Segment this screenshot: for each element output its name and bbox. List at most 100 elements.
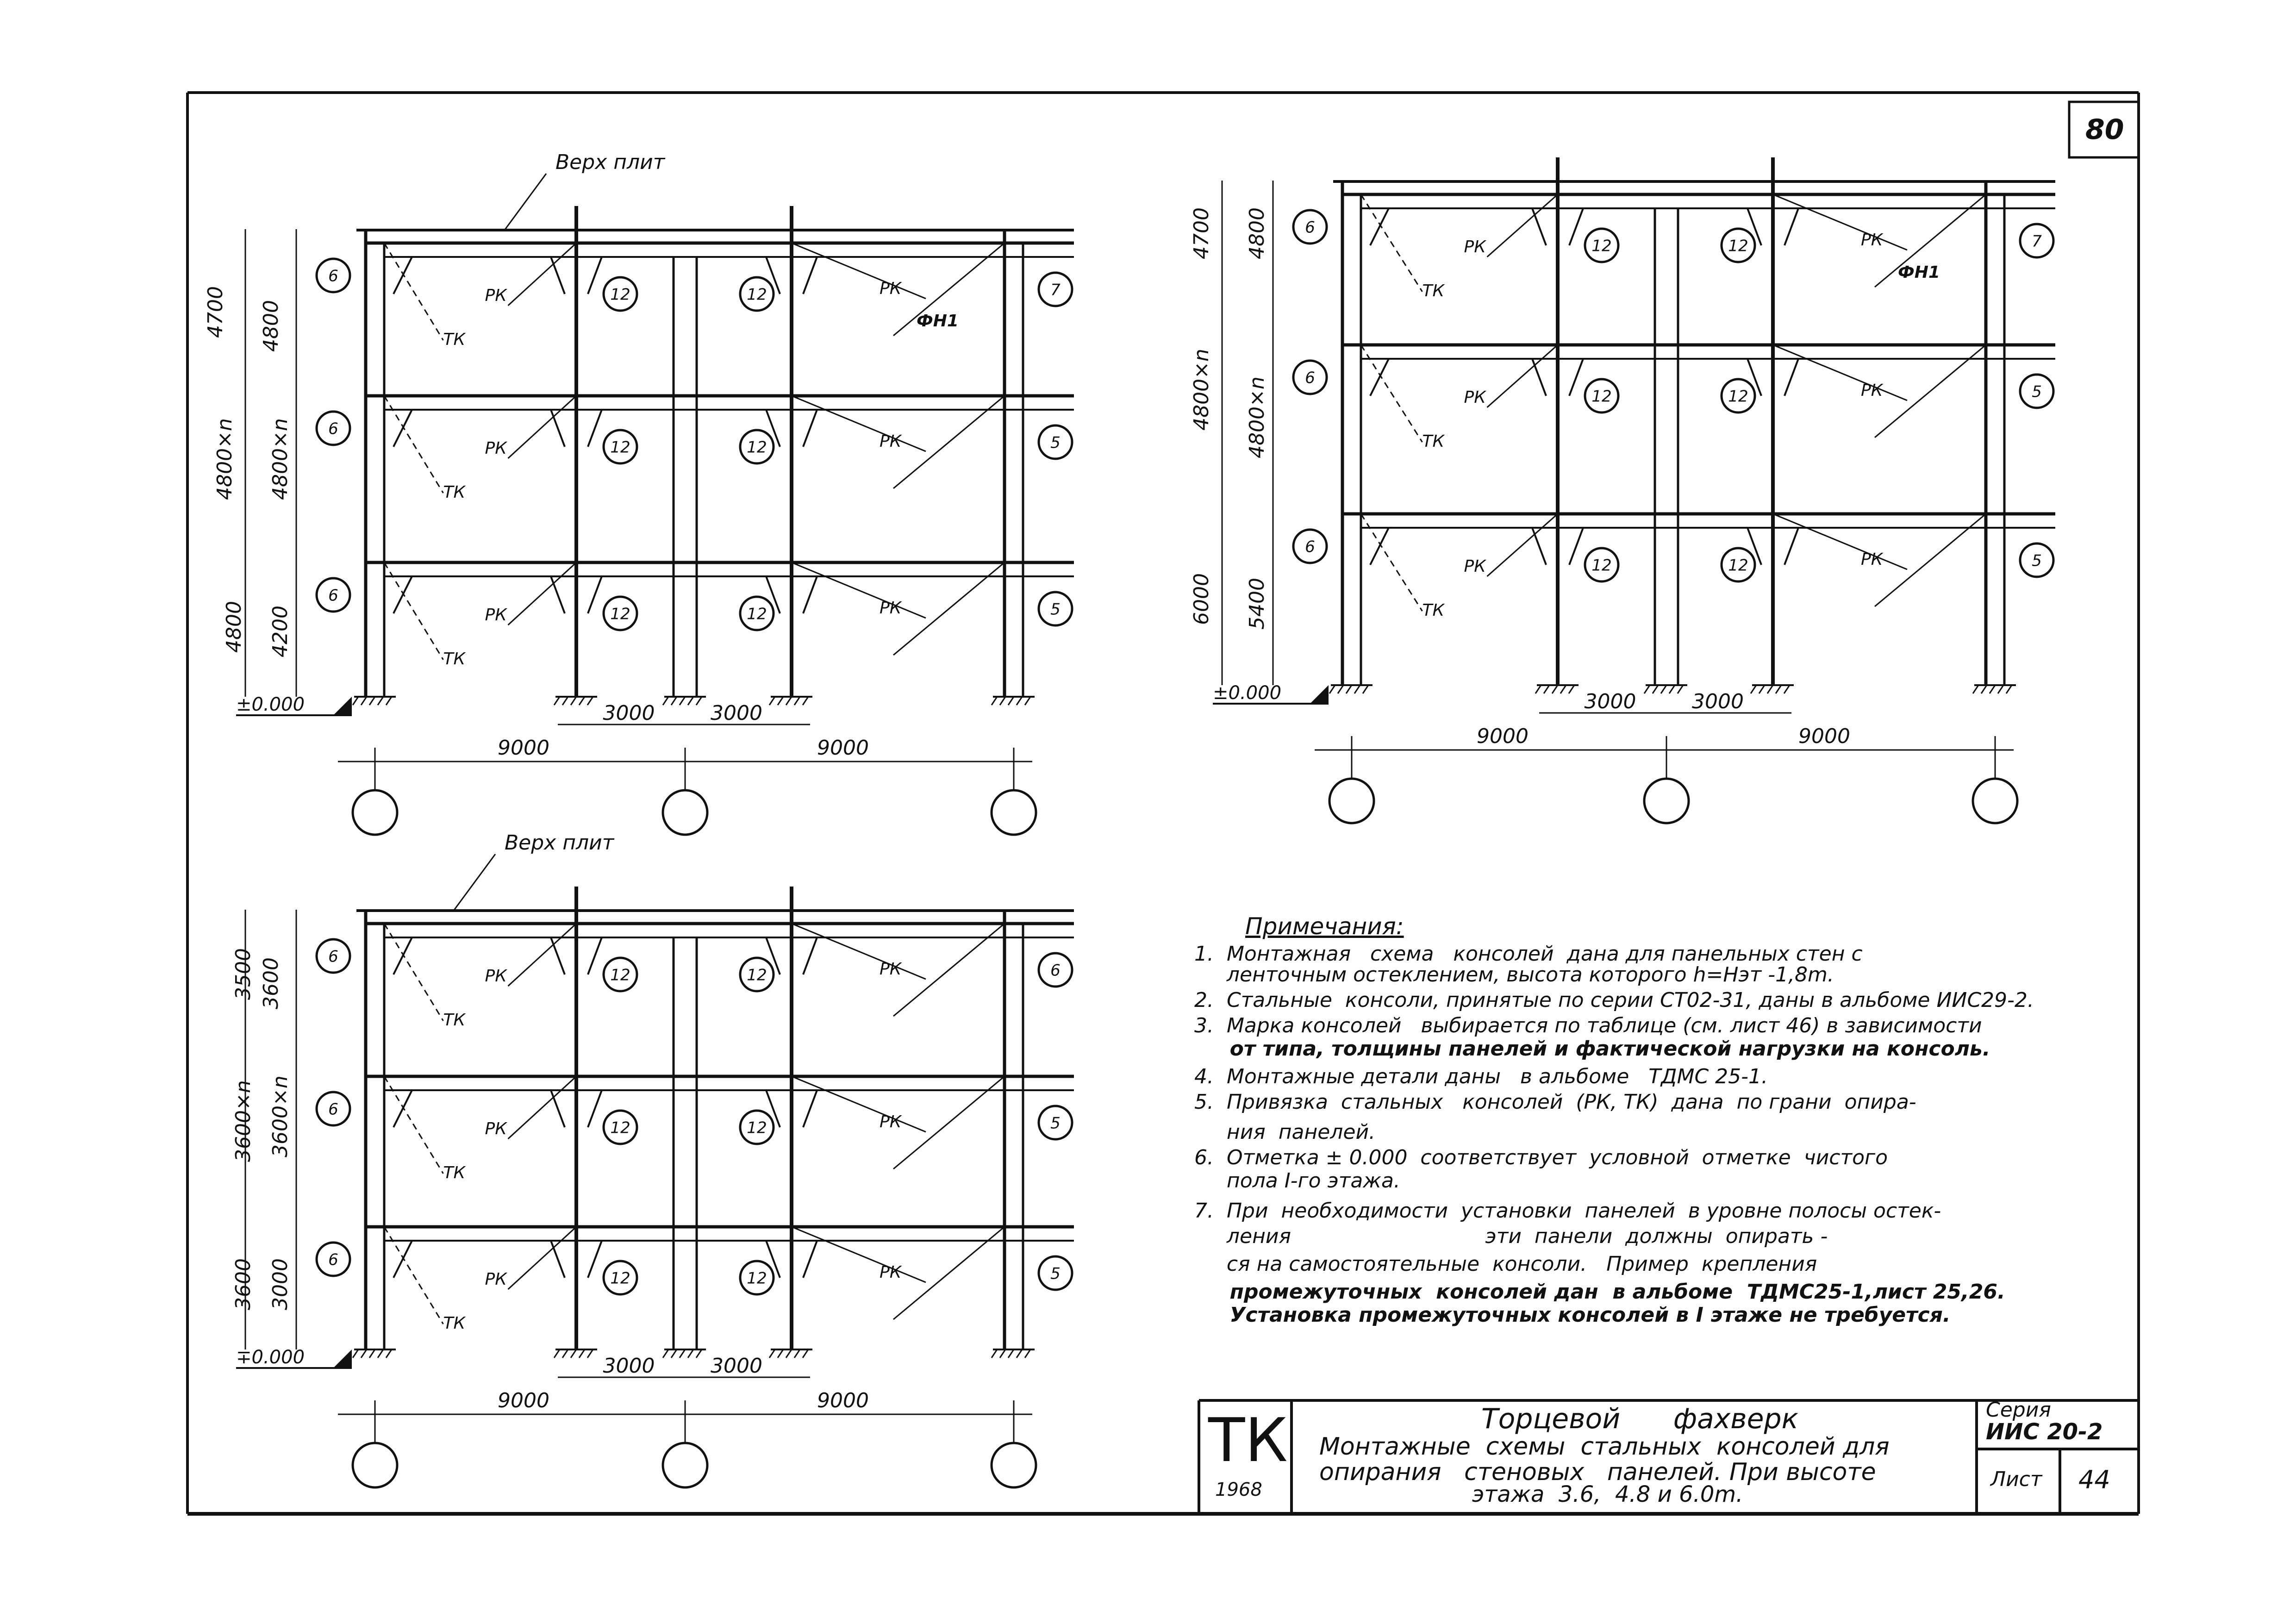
beam-haunch xyxy=(802,576,818,614)
top-of-slab-label: Верх плит xyxy=(555,150,666,174)
dimension-d4800n: 4800×n xyxy=(268,418,292,500)
level-marker xyxy=(1310,685,1329,704)
ground-hatch xyxy=(793,696,801,706)
dimension-3000: 3000 xyxy=(711,701,762,725)
ground-hatch xyxy=(562,696,569,706)
dimension-9000: 9000 xyxy=(817,1389,869,1412)
callout-12-circle xyxy=(602,1109,638,1145)
ground-hatch xyxy=(1643,685,1651,694)
ground-hatch xyxy=(586,1349,594,1358)
leader xyxy=(507,923,577,987)
beam-haunch xyxy=(550,1240,566,1278)
ground-hatch xyxy=(1024,696,1031,706)
title-block-desc-2: опирания стеновых панелей. При высоте xyxy=(1319,1458,1876,1486)
column-haunch xyxy=(1369,527,1390,565)
column-haunch xyxy=(393,1090,413,1128)
leader xyxy=(791,923,926,980)
ground-hatch xyxy=(1016,1349,1023,1358)
note-3b: от типа, толщины панелей и фактической н… xyxy=(1194,1037,1990,1061)
note-7b: ления эти панели должны опирать - xyxy=(1194,1224,1828,1248)
callout-12-label: 12 xyxy=(610,1119,630,1137)
dimension-3000: 3000 xyxy=(711,1354,762,1378)
note-7d: промежуточных консолей дан в альбоме ТДМ… xyxy=(1194,1280,2005,1304)
beam-haunch xyxy=(765,1090,781,1128)
beam-haunch xyxy=(550,409,566,447)
leader xyxy=(383,243,444,341)
leader xyxy=(383,1226,444,1324)
ground-hatch xyxy=(570,1349,577,1358)
mark-rk: РК xyxy=(1464,557,1487,576)
leader xyxy=(791,1226,926,1283)
mark-tk: ТК xyxy=(1423,281,1445,300)
ground-hatch xyxy=(1024,1349,1031,1358)
dimension-d6000: 6000 xyxy=(1190,573,1213,625)
leader xyxy=(1360,194,1423,292)
mark-rk: РК xyxy=(485,286,508,305)
callout-7-label: 7 xyxy=(1050,281,1061,300)
mark-tk: ТК xyxy=(443,1314,466,1333)
mark-rk: РК xyxy=(1861,381,1884,400)
callout-5-circle xyxy=(1037,424,1073,460)
dimension-d3600: 3600 xyxy=(259,957,283,1009)
callout-6-label: 6 xyxy=(328,420,338,438)
beam-haunch xyxy=(802,937,818,975)
leader xyxy=(893,923,1005,1017)
ground-hatch xyxy=(352,1349,359,1358)
ground-hatch xyxy=(999,1349,1006,1358)
callout-6-circle xyxy=(315,410,351,446)
beam-haunch xyxy=(765,576,781,614)
mark-rk: РК xyxy=(485,606,508,625)
column-haunch xyxy=(393,576,413,614)
dimension-9000: 9000 xyxy=(1798,725,1850,748)
leader xyxy=(1874,513,1986,607)
leader xyxy=(507,395,577,459)
series-label: Серия xyxy=(1986,1398,2051,1422)
mark-rk: РК xyxy=(485,1119,508,1138)
dimension-3000: 3000 xyxy=(603,1354,655,1378)
callout-12-label: 12 xyxy=(747,1269,767,1288)
leader xyxy=(791,242,926,300)
beam-haunch xyxy=(1531,527,1547,565)
ground-hatch xyxy=(1329,685,1336,694)
callout-12-label: 12 xyxy=(747,286,767,304)
mark-rk: РК xyxy=(880,960,902,979)
ground-hatch xyxy=(368,1349,376,1358)
ground-hatch xyxy=(1568,685,1575,694)
dimension-d4200: 4200 xyxy=(268,606,292,657)
dimension-3000: 3000 xyxy=(1585,690,1636,713)
ground-hatch xyxy=(679,1349,686,1358)
callout-7-circle xyxy=(1037,271,1073,307)
callout-12-circle xyxy=(602,1260,638,1296)
ground-hatch xyxy=(1989,685,1996,694)
callout-6-circle xyxy=(315,1241,351,1277)
ground-hatch xyxy=(2005,685,2013,694)
beam-haunch xyxy=(765,256,781,294)
ground-hatch xyxy=(1980,685,1988,694)
callout-12-label: 12 xyxy=(1728,556,1748,575)
note-1a: 1. Монтажная схема консолей дана для пан… xyxy=(1194,942,1863,966)
ground-hatch xyxy=(991,696,998,706)
leader xyxy=(1772,344,1908,401)
mark-tk: ТК xyxy=(1423,432,1445,451)
ground-hatch xyxy=(360,696,368,706)
dimension-d4800: 4800 xyxy=(1245,207,1269,259)
note-7a: 7. При необходимости установки панелей в… xyxy=(1194,1199,1941,1223)
note-3a: 3. Марка консолей выбирается по таблице … xyxy=(1194,1014,1982,1037)
elevation-zero: ∓0.000 xyxy=(236,1347,305,1368)
mark-fn1: ФН1 xyxy=(1898,263,1940,282)
mark-rk: РК xyxy=(485,1270,508,1289)
ground-hatch xyxy=(670,696,678,706)
mark-tk: ТК xyxy=(443,1011,466,1030)
series-value: ИИС 20-2 xyxy=(1986,1419,2103,1445)
callout-12-circle xyxy=(1720,547,1756,583)
ground-hatch xyxy=(768,1349,776,1358)
callout-5-circle xyxy=(1037,591,1073,627)
leader xyxy=(507,562,577,626)
ground-hatch xyxy=(687,1349,694,1358)
callout-12-circle xyxy=(739,429,775,465)
axis-marker xyxy=(1972,777,2019,824)
dimension-d3600n: 3600×n xyxy=(231,1080,255,1162)
beam-haunch xyxy=(550,576,566,614)
callout-5-circle xyxy=(2019,542,2055,578)
beam-haunch xyxy=(1531,208,1547,246)
